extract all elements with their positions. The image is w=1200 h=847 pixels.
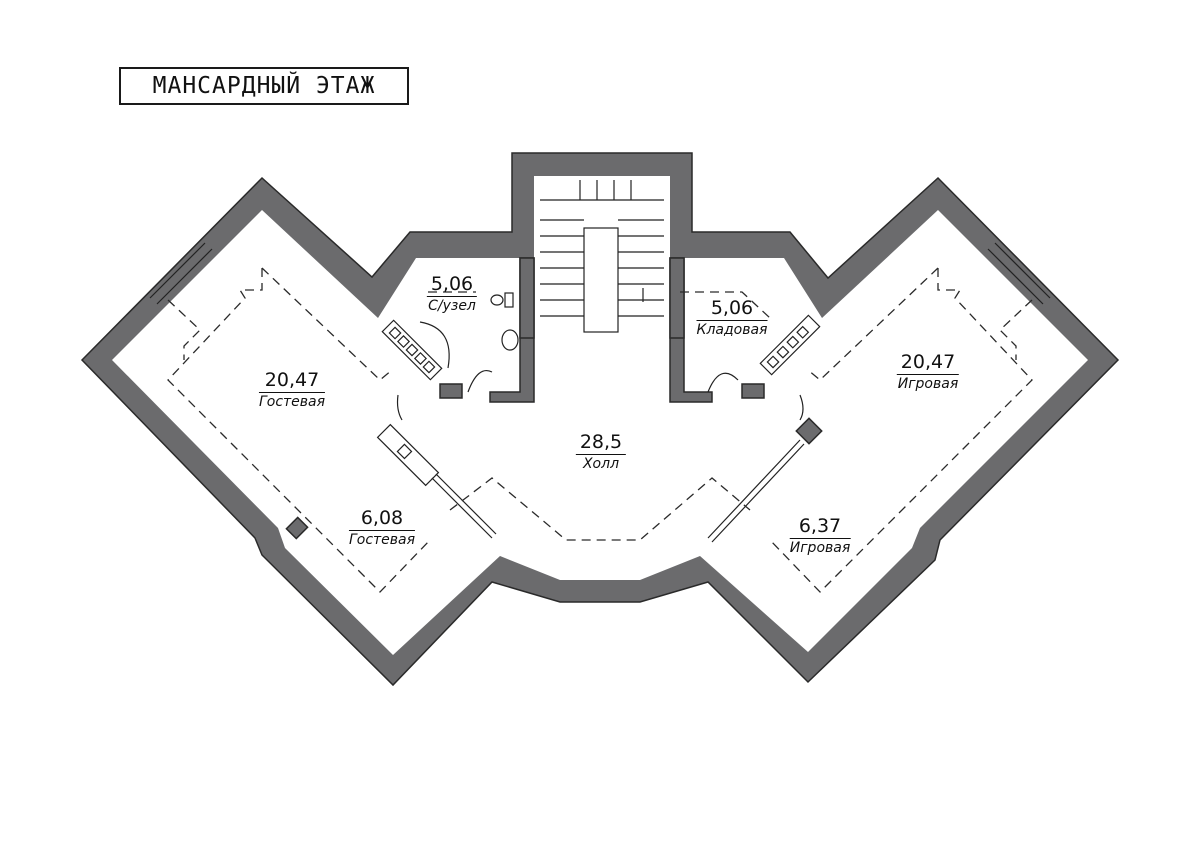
hall-partition-right <box>707 439 801 539</box>
roof-line-right-inner <box>807 267 939 381</box>
room-hall: 28,5 Холл <box>575 433 627 472</box>
roof-line-hall <box>449 477 751 541</box>
room-area: 20,47 <box>258 371 326 393</box>
hall-partition-left-2 <box>435 473 497 535</box>
roof-line-left-hook <box>167 299 201 360</box>
floor-area <box>112 176 1088 655</box>
hall-partition-right-2 <box>711 443 805 543</box>
toilet-icon <box>490 294 504 306</box>
room-name: Кладовая <box>696 322 768 338</box>
chimney-hall-left <box>376 423 440 487</box>
sink-icon <box>501 329 519 351</box>
room-name: Холл <box>582 456 620 472</box>
stair-core-left <box>519 257 535 339</box>
room-guest-large: 20,47 Гостевая <box>258 371 326 410</box>
door-storage <box>707 372 739 393</box>
room-area: 5,06 <box>696 299 768 321</box>
pillar-hall-right <box>795 417 823 445</box>
room-name: Гостевая <box>258 394 326 410</box>
roof-line-right <box>769 268 1033 593</box>
window-right-inner <box>987 248 1044 305</box>
room-name: Гостевая <box>348 532 416 548</box>
room-name: С/узел <box>428 298 476 314</box>
room-playroom-large: 20,47 Игровая <box>896 353 960 392</box>
room-area: 20,47 <box>896 353 960 375</box>
room-area: 5,06 <box>426 275 478 297</box>
roof-line-right-hook <box>999 299 1033 360</box>
room-name: Игровая <box>789 540 851 556</box>
room-area: 28,5 <box>575 433 627 455</box>
room-area: 6,08 <box>348 509 416 531</box>
roof-line-storage <box>680 291 771 319</box>
storage-front-wall <box>741 383 765 399</box>
room-guest-small: 6,08 Гостевая <box>348 509 416 548</box>
room-storage: 5,06 Кладовая <box>696 299 768 338</box>
plan-title: МАНСАРДНЫЙ ЭТАЖ <box>119 67 409 105</box>
hall-partition-left <box>431 477 493 539</box>
roof-line-left <box>167 268 431 593</box>
door-guest <box>396 394 403 421</box>
bathroom-front-wall <box>439 383 463 399</box>
shower-icon <box>419 321 450 369</box>
toilet-tank-icon <box>504 292 514 308</box>
room-area: 6,37 <box>789 517 851 539</box>
room-name: Игровая <box>897 376 959 392</box>
room-bathroom: 5,06 С/узел <box>426 275 478 314</box>
room-playroom-small: 6,37 Игровая <box>789 517 851 556</box>
chimney-right <box>759 314 821 376</box>
window-right <box>994 242 1051 299</box>
roof-line-left-inner <box>261 267 393 381</box>
door-bathroom <box>467 370 493 393</box>
window-left-inner <box>156 248 213 305</box>
wall-notch <box>285 516 309 540</box>
staircase <box>540 180 664 333</box>
door-play <box>799 394 804 421</box>
stair-core-right <box>669 257 685 339</box>
chimney-left <box>381 319 443 381</box>
window-left <box>149 242 206 299</box>
